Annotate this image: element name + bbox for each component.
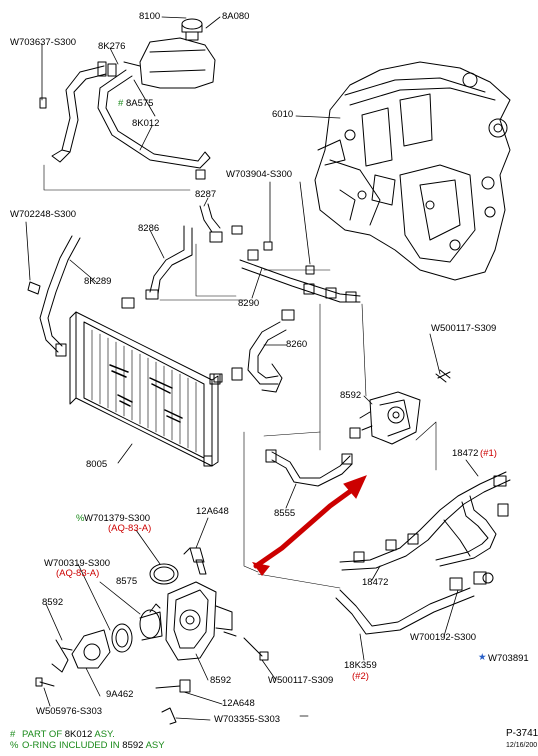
- hose-8286: [121, 225, 193, 309]
- legend-ref: 8592: [122, 740, 144, 751]
- label-6010: 6010: [272, 109, 294, 120]
- label-8575: 8575: [116, 576, 138, 587]
- label-18472-lower: 18472: [362, 577, 389, 588]
- label-8100: 8100: [139, 11, 161, 22]
- legend-symbol: %: [10, 740, 19, 751]
- label-w703891-mark: ★: [478, 652, 487, 663]
- label-w703904-s300: W703904-S300: [226, 169, 293, 180]
- thermostat-8575: [139, 603, 163, 641]
- engine-fasteners: [231, 225, 315, 275]
- red-arrow: [252, 475, 367, 576]
- hose-8k289: [27, 235, 81, 357]
- label-8a575: 8A575: [126, 98, 154, 109]
- label-8k276: 8K276: [98, 41, 126, 52]
- label-w701379-mark: %: [76, 513, 85, 524]
- label-aq-83-a-1: (AQ-83-A): [108, 523, 152, 534]
- label-8592-lower: 8592: [210, 675, 232, 686]
- label-12a648-lower: 12A648: [222, 698, 255, 709]
- legend-row-o-ring: %O-RING INCLUDED IN 8592 ASY: [10, 740, 165, 751]
- figure-date: 12/16/200: [506, 742, 538, 749]
- legend-row-part-of: # PART OF 8K012 ASY.: [10, 729, 115, 740]
- hose-8260: [209, 321, 287, 393]
- label-w703355-s303: W703355-S303: [214, 714, 281, 725]
- legend-suffix: ASY.: [94, 729, 115, 740]
- label-18472-upper: 18472: [452, 448, 479, 459]
- tube-8290: [239, 249, 361, 321]
- hose-8k276: [39, 61, 117, 163]
- label-8a575-mark: #: [118, 98, 124, 109]
- label-18k359: 18K359: [344, 660, 377, 671]
- reference-lines: [43, 164, 437, 589]
- fasteners: [35, 371, 451, 725]
- legend-text: O-RING INCLUDED IN: [22, 740, 120, 751]
- label-w500117-s309-upper: W500117-S309: [431, 323, 497, 334]
- engine-block: [314, 61, 511, 281]
- gasket-w700319: [111, 623, 133, 653]
- legend-suffix: ASY: [145, 740, 165, 751]
- legend-symbol: #: [10, 729, 16, 740]
- legend-ref: 8K012: [64, 729, 93, 740]
- label-w505976-s303: W505976-S303: [36, 706, 103, 717]
- figure-id: P-3741: [506, 728, 538, 739]
- label-w500117-s309-lower: W500117-S309: [268, 675, 334, 686]
- tube-18472: [339, 471, 511, 571]
- o-ring-w701379: [149, 563, 179, 585]
- thermostat-housing-upper: [349, 369, 451, 445]
- label-8592-upper: 8592: [340, 390, 362, 401]
- label-w703637-s300: W703637-S300: [10, 37, 77, 48]
- legend-text: PART OF: [22, 729, 63, 740]
- label-8555: 8555: [274, 508, 296, 519]
- label-18472-note: (#1): [480, 448, 497, 459]
- label-8k289: 8K289: [84, 276, 112, 287]
- tube-18k359: [335, 571, 494, 635]
- tube-8k012: [97, 69, 211, 180]
- leader-lines: [25, 16, 479, 721]
- expansion-tank: [123, 18, 216, 89]
- label-8286: 8286: [138, 223, 160, 234]
- label-w700319-s300: W700319-S300: [44, 558, 111, 569]
- hose-8555: [265, 449, 353, 487]
- label-8005: 8005: [86, 459, 108, 470]
- radiator: [69, 311, 223, 467]
- label-12a648-upper: 12A648: [196, 506, 229, 517]
- thermostat-housing-lower: [165, 547, 233, 661]
- label-w701379-s300: W701379-S300: [84, 513, 151, 524]
- label-8a080: 8A080: [222, 11, 250, 22]
- label-9a462: 9A462: [106, 689, 134, 700]
- label-8592-left: 8592: [42, 597, 64, 608]
- outlet-housing-left: [51, 629, 111, 673]
- label-8260: 8260: [286, 339, 308, 350]
- label-8290: 8290: [238, 298, 260, 309]
- label-8287: 8287: [195, 189, 217, 200]
- label-w703891: W703891: [488, 653, 529, 664]
- label-w702248-s300: W702248-S300: [10, 209, 77, 220]
- label-18k359-note: (#2): [352, 671, 369, 682]
- hose-8287: [199, 203, 223, 243]
- label-8k012: 8K012: [132, 118, 160, 129]
- label-w700192-s300: W700192-S300: [410, 632, 477, 643]
- label-aq-83-a-2: (AQ-83-A): [56, 568, 100, 579]
